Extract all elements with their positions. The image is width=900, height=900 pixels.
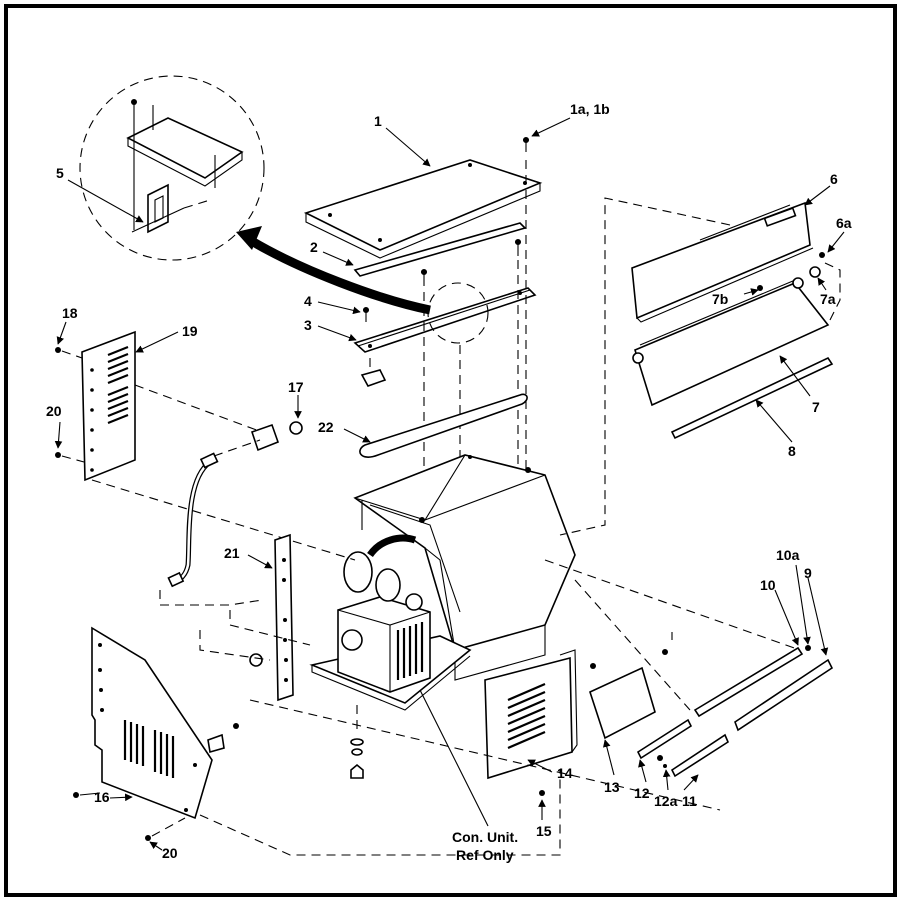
callout-10: 10 — [760, 577, 776, 593]
callout-13: 13 — [604, 779, 620, 795]
callout-7: 7 — [812, 399, 820, 415]
callout-22: 22 — [318, 419, 334, 435]
callout-2: 2 — [310, 239, 318, 255]
callout-7a: 7a — [820, 291, 836, 307]
callout-labels: 1 1a, 1b 2 3 4 5 6 6a 7a 7b 7 8 9 10 10a… — [46, 101, 852, 863]
callout-20-bottom: 20 — [162, 845, 178, 861]
callout-19: 19 — [182, 323, 198, 339]
callout-5: 5 — [56, 165, 64, 181]
cabinet-shell — [353, 454, 576, 681]
callout-15: 15 — [536, 823, 552, 839]
callout-1: 1 — [374, 113, 382, 129]
callout-21: 21 — [224, 545, 240, 561]
callout-4: 4 — [304, 293, 312, 309]
callout-12a: 12a — [654, 793, 678, 809]
note-line-2: Ref Only — [456, 847, 514, 863]
top-cover — [303, 159, 543, 259]
detail-inset — [79, 75, 265, 261]
condensing-unit — [337, 534, 431, 693]
callout-7b: 7b — [712, 291, 728, 307]
callout-20-left: 20 — [46, 403, 62, 419]
callout-16: 16 — [94, 789, 110, 805]
callout-6a: 6a — [836, 215, 852, 231]
callout-17: 17 — [288, 379, 304, 395]
callout-12: 12 — [634, 785, 650, 801]
callout-18: 18 — [62, 305, 78, 321]
callout-1a-1b: 1a, 1b — [570, 101, 610, 117]
callout-3: 3 — [304, 317, 312, 333]
callout-14: 14 — [557, 765, 573, 781]
leader-lines — [54, 117, 845, 851]
callout-9: 9 — [804, 565, 812, 581]
callout-11: 11 — [682, 793, 697, 809]
callout-8: 8 — [788, 443, 796, 459]
callout-10a: 10a — [776, 547, 800, 563]
note-line-1: Con. Unit. — [452, 829, 518, 845]
callout-6: 6 — [830, 171, 838, 187]
